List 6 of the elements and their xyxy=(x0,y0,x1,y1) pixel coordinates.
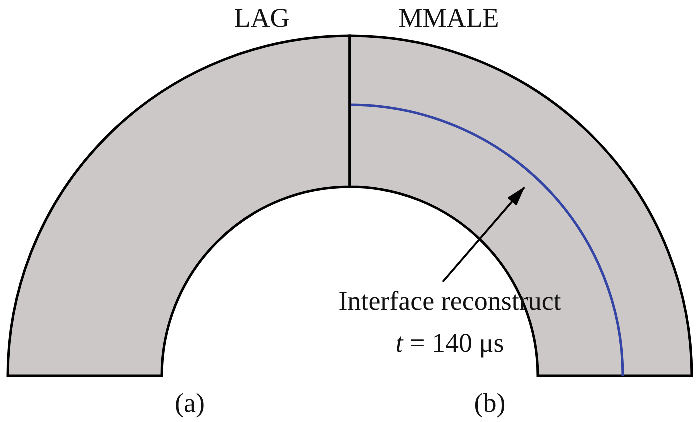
region-title: MMALE xyxy=(398,3,500,33)
annotation-text: t = 140 μs xyxy=(396,328,504,358)
panel-label: (b) xyxy=(474,388,506,418)
region-title: LAG xyxy=(234,3,290,33)
panel-label: (a) xyxy=(175,388,205,418)
leader-arrow xyxy=(442,186,526,283)
